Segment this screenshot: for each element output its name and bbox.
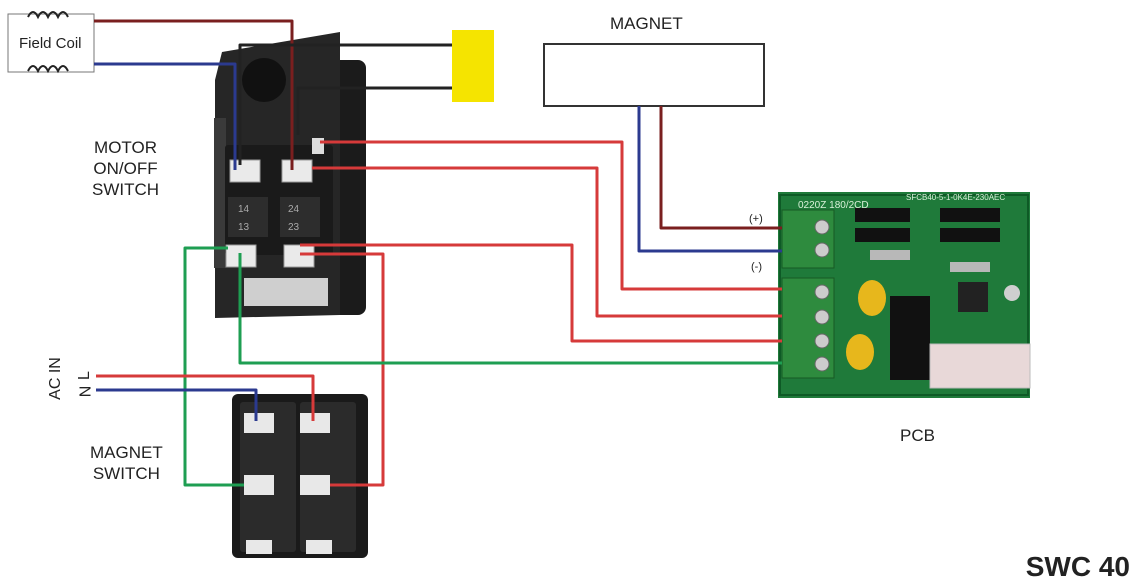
field-coil-label: Field Coil <box>19 35 82 52</box>
yellow-capacitor <box>452 30 494 102</box>
ac-in-label: AC IN <box>46 357 64 400</box>
ac-l-label: L <box>75 371 93 380</box>
wires <box>94 19 782 487</box>
magnet-switch <box>232 394 368 558</box>
motor-switch-label: MOTOR ON/OFF SWITCH <box>92 138 160 199</box>
motor-terminal-24 <box>281 159 313 183</box>
wire-motor-red-1 <box>320 140 782 291</box>
svg-text:23: 23 <box>288 222 300 233</box>
magnet-switch-label: MAGNET SWITCH <box>90 443 163 483</box>
magnet-terminal-top-right <box>300 413 330 433</box>
motor-terminal-23 <box>283 244 315 268</box>
wire-capacitor-black-2 <box>296 86 452 135</box>
pcb-minus-label: (-) <box>751 261 762 273</box>
motor-terminal-14 <box>229 159 261 183</box>
svg-text:13: 13 <box>238 222 250 233</box>
magnet-terminal-top-left <box>244 413 274 433</box>
pcb-plus-label: (+) <box>749 213 763 225</box>
wire-ac-l <box>96 374 315 421</box>
pcb-label: PCB <box>900 426 935 445</box>
pcb-terminal-block-top <box>781 209 835 269</box>
wire-field-coil-blue <box>94 62 237 170</box>
wire-green-2 <box>183 246 244 487</box>
magnet-box <box>543 43 765 107</box>
svg-text:14: 14 <box>238 204 250 215</box>
motor-switch: 14 13 24 23 <box>214 32 366 318</box>
wire-green-1 <box>238 253 782 365</box>
field-coil <box>7 11 95 74</box>
model-name: SWC 40 <box>1025 551 1130 582</box>
wire-magnet-plus <box>659 106 782 230</box>
magnet-label: MAGNET <box>610 14 683 33</box>
svg-text:24: 24 <box>288 204 300 215</box>
wire-motor-red-4 <box>300 252 385 487</box>
wire-magnet-minus <box>637 106 782 253</box>
magnet-terminal-bottom-left <box>244 475 274 495</box>
magnet-terminal-bottom-right <box>300 475 330 495</box>
svg-text:0220Z 180/2CD: 0220Z 180/2CD <box>798 200 869 211</box>
ac-n-label: N <box>77 385 95 398</box>
wire-ac-n <box>96 388 258 421</box>
pcb-board: 0220Z 180/2CD SFCB40-5-1-0K4E-230AEC <box>778 192 1031 398</box>
wire-motor-red-2 <box>312 166 782 318</box>
wire-motor-red-3 <box>300 243 782 343</box>
field-coil-top-winding <box>27 11 69 20</box>
field-coil-bottom-winding <box>27 65 69 74</box>
svg-text:SFCB40-5-1-0K4E-230AEC: SFCB40-5-1-0K4E-230AEC <box>906 193 1005 202</box>
wire-field-coil-red <box>94 19 294 170</box>
wire-capacitor-black-1 <box>238 43 452 165</box>
